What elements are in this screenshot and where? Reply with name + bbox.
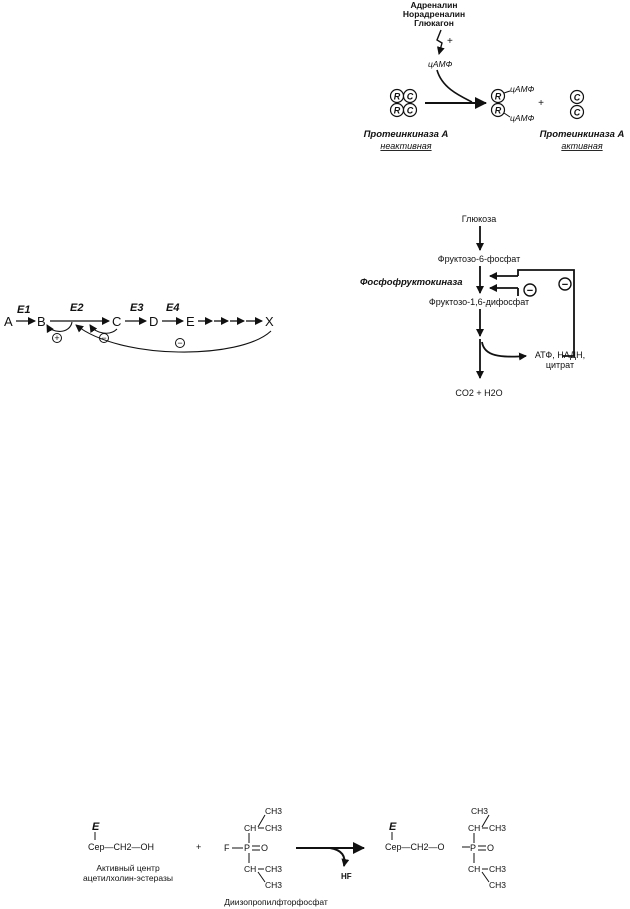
active-kinase-name: Протеинкиназа А <box>540 129 625 140</box>
active-center-line-2: ацетилхолин-эстеразы <box>83 873 173 883</box>
inactive-kinase-name: Протеинкиназа А <box>364 129 449 140</box>
prod-ch3-2: CH3 <box>489 823 506 833</box>
products-label: CO2 + H2O <box>455 388 502 398</box>
prod-oxygen: O <box>487 843 494 853</box>
node-a: A <box>4 314 13 329</box>
catalytic-subunits: C C <box>569 89 585 120</box>
inhibition-loop <box>89 324 118 334</box>
inhibition-sign: − <box>101 333 106 343</box>
enzyme-e-right: E <box>389 821 397 833</box>
dfp-ch3-3: CH3 <box>265 864 282 874</box>
feedback-line <box>517 269 575 357</box>
dfp-ch3-4: CH3 <box>265 880 282 890</box>
dfp-ch3-2: CH3 <box>265 823 282 833</box>
enzyme-e2: E2 <box>70 302 83 314</box>
inhibitors-line-2: цитрат <box>546 360 574 370</box>
r-subunit: R <box>495 106 502 116</box>
phosphorus: P <box>244 843 250 853</box>
dfp-reaction-diagram: E Сер—CH2—OH Активный центр ацетилхолин-… <box>83 806 506 907</box>
prod-phosphorus: P <box>470 843 476 853</box>
inhibitors-line-1: АТФ, НАДН, <box>535 350 585 360</box>
product-chain: Сер—CH2—O <box>385 842 445 852</box>
prod-ch3-3: CH3 <box>489 864 506 874</box>
enzyme-e1: E1 <box>17 304 30 316</box>
hf-release-arrow <box>329 847 350 867</box>
c-subunit: C <box>574 93 581 103</box>
node-b: B <box>37 314 46 329</box>
f16bp-label: Фруктозо-1,6-дифосфат <box>429 297 529 307</box>
dfp-ch-upper: CH <box>244 823 256 833</box>
feedback-sign: − <box>177 338 182 348</box>
products-plus: + <box>538 98 544 109</box>
node-d: D <box>149 314 158 329</box>
pka-activation-diagram: Адреналин Норадреналин Глюкагон + цАМФ R… <box>364 0 625 151</box>
c-subunit: C <box>407 92 414 102</box>
oxygen: O <box>261 843 268 853</box>
feedback-pathway-diagram: A B C D E X E1 E2 E3 E4 + − − <box>4 302 274 353</box>
activation-loop <box>46 321 73 334</box>
hormone-1: Адреналин <box>410 0 457 10</box>
prod-ch-lower: CH <box>468 864 480 874</box>
fluorine: F <box>224 843 230 853</box>
camp-label: цАМФ <box>428 59 453 69</box>
active-center-line-1: Активный центр <box>96 863 160 873</box>
enzyme-group: Сер—CH2—OH <box>88 842 154 852</box>
node-x: X <box>265 314 274 329</box>
glucose-label: Глюкоза <box>462 214 496 224</box>
dfp-ch3-1: CH3 <box>265 806 282 816</box>
node-c: C <box>112 314 121 329</box>
r-subunit: R <box>394 92 401 102</box>
hf-label: HF <box>341 872 352 881</box>
signal-plus: + <box>447 36 453 47</box>
camp-bound: цАМФ <box>510 113 535 123</box>
inhibition-sign-2: − <box>562 279 568 291</box>
r-subunit: R <box>394 106 401 116</box>
camp-bound: цАМФ <box>510 84 535 94</box>
dfp-name: Диизопропилфторфосфат <box>224 897 328 907</box>
branch-arrow <box>481 341 527 361</box>
regulatory-camp-complex: R R цАМФ цАМФ <box>490 84 535 123</box>
node-e: E <box>186 314 195 329</box>
c-subunit: C <box>574 108 581 118</box>
phosphorylated-enzyme: E Сер—CH2—O CH3 CH CH3 P O CH CH3 CH3 <box>385 806 506 890</box>
dfp-ch-lower: CH <box>244 864 256 874</box>
dfp-molecule: CH3 CH CH3 F P O CH CH3 CH3 <box>224 806 282 890</box>
enzyme-e3: E3 <box>130 302 143 314</box>
inactive-kinase-state: неактивная <box>380 141 431 151</box>
prod-ch-upper: CH <box>468 823 480 833</box>
signal-arrow <box>436 29 445 55</box>
glycolysis-regulation-diagram: Глюкоза Фруктозо-6-фосфат Фосфофруктокин… <box>360 214 585 398</box>
r-subunit: R <box>495 92 502 102</box>
prod-ch3-4: CH3 <box>489 880 506 890</box>
active-kinase-state: активная <box>561 141 603 151</box>
camp-binding-curve <box>436 69 473 103</box>
pfk-enzyme-label: Фосфофруктокиназа <box>360 277 463 288</box>
enzyme-e4: E4 <box>166 302 179 314</box>
c-subunit: C <box>407 106 414 116</box>
enzyme-e-left: E <box>92 821 100 833</box>
prod-ch3-1: CH3 <box>471 806 488 816</box>
inhibition-sign-1: − <box>527 285 533 297</box>
hormone-2: Норадреналин <box>403 9 465 19</box>
reaction-plus: + <box>196 842 201 852</box>
f6p-label: Фруктозо-6-фосфат <box>438 254 521 264</box>
end-product-feedback <box>75 324 272 353</box>
activation-sign: + <box>54 333 59 343</box>
hormone-3: Глюкагон <box>414 18 454 28</box>
inactive-complex: R C R C <box>389 88 418 118</box>
